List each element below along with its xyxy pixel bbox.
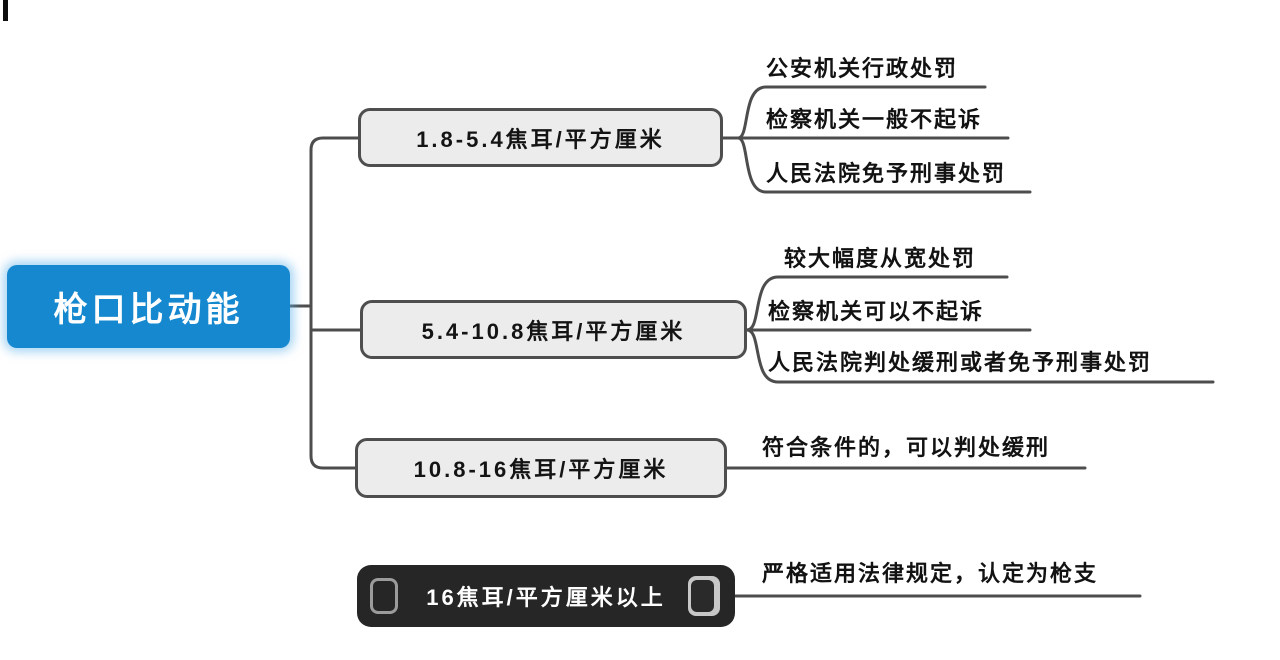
node-bracket-left-decoration: [370, 578, 398, 614]
branch-node-5.4-10.8[interactable]: 5.4-10.8焦耳/平方厘米: [360, 300, 747, 359]
branch-node-1.8-5.4[interactable]: 1.8-5.4焦耳/平方厘米: [358, 108, 723, 167]
leaf-court-exempt-criminal-punishment[interactable]: 人民法院免予刑事处罚: [766, 161, 1007, 186]
connector-b1-child3: [736, 136, 1032, 194]
connector-trunk: [309, 136, 360, 470]
connector-b2-child1: [745, 275, 1009, 332]
leaf-substantially-lenient-punishment[interactable]: 较大幅度从宽处罚: [784, 246, 977, 271]
node-bracket-inner-decoration: [691, 580, 714, 612]
branch-node-10.8-16[interactable]: 10.8-16焦耳/平方厘米: [355, 438, 727, 498]
node-bracket-right-decoration: [688, 576, 720, 616]
connector-b1-child1: [736, 85, 987, 140]
leaf-police-administrative-punishment[interactable]: 公安机关行政处罚: [766, 56, 959, 81]
leaf-strictly-apply-law-deemed-firearm[interactable]: 严格适用法律规定，认定为枪支: [762, 561, 1099, 586]
connector-b2-child3: [745, 328, 1215, 384]
root-node-muzzle-specific-kinetic-energy[interactable]: 枪口比动能: [7, 265, 290, 348]
leaf-procuratorate-generally-no-prosecution[interactable]: 检察机关一般不起诉: [766, 107, 983, 132]
leaf-procuratorate-may-not-prosecute[interactable]: 检察机关可以不起诉: [768, 299, 985, 324]
leaf-court-probation-or-exemption[interactable]: 人民法院判处缓刑或者免予刑事处罚: [768, 350, 1153, 375]
leaf-qualified-may-get-probation[interactable]: 符合条件的，可以判处缓刑: [762, 435, 1051, 460]
branch-node-16-and-above[interactable]: 16焦耳/平方厘米以上: [357, 565, 735, 627]
text-cursor-artifact: [3, 0, 8, 21]
